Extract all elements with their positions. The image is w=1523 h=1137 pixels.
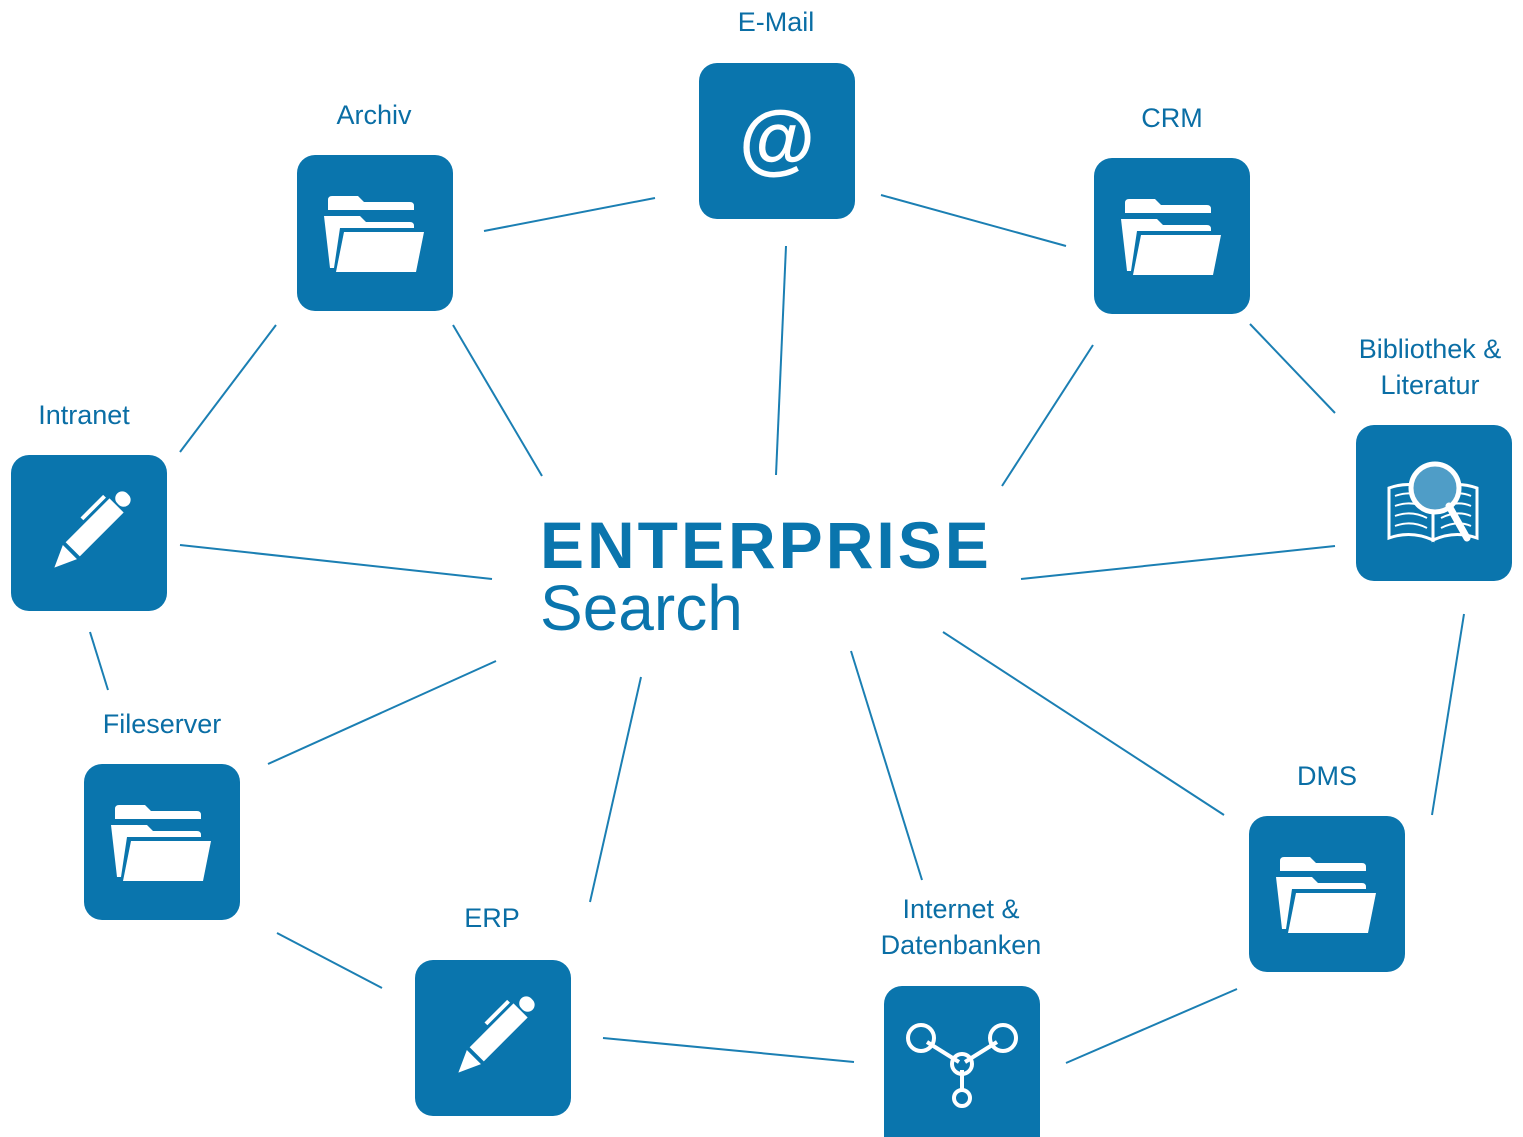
label-intranet: Intranet	[38, 400, 130, 430]
node-dms[interactable]	[1249, 816, 1405, 972]
edge-intranet-archiv	[179, 324, 277, 453]
edge-archiv-email	[483, 197, 656, 232]
edge-dms-internet	[1065, 988, 1238, 1064]
pen-icon	[54, 491, 131, 568]
label-bibliothek-line2: Literatur	[1380, 370, 1480, 400]
label-internet: Internet & Datenbanken	[856, 891, 1066, 963]
edge-center-dms	[942, 631, 1225, 816]
edge-internet-erp	[602, 1037, 855, 1063]
svg-text:@: @	[739, 101, 815, 181]
node-internet[interactable]	[884, 986, 1040, 1137]
edge-center-email	[775, 245, 787, 476]
edge-bibliothek-dms	[1431, 613, 1465, 816]
folder-icon	[324, 196, 424, 272]
folder-icon	[1276, 857, 1376, 933]
pen-icon	[458, 996, 535, 1073]
node-email[interactable]: @	[699, 63, 855, 219]
folder-icon	[111, 805, 211, 881]
edge-erp-fileserver	[276, 932, 383, 989]
label-bibliothek: Bibliothek & Literatur	[1330, 331, 1523, 403]
edge-center-bibliothek	[1020, 545, 1336, 580]
label-crm: CRM	[1141, 103, 1203, 133]
folder-icon	[1121, 199, 1221, 275]
at-sign-icon: @	[739, 101, 815, 181]
node-bibliothek[interactable]	[1356, 425, 1512, 581]
node-crm[interactable]	[1094, 158, 1250, 314]
enterprise-search-title: ENTERPRISE Search	[540, 512, 992, 640]
node-archiv[interactable]	[297, 155, 453, 311]
label-archiv: Archiv	[336, 100, 412, 130]
edge-center-archiv	[452, 324, 543, 477]
book-magnifier-icon	[1387, 461, 1479, 543]
label-bibliothek-line1: Bibliothek &	[1358, 334, 1502, 364]
label-internet-line1: Internet &	[902, 894, 1020, 924]
label-internet-line2: Datenbanken	[880, 930, 1042, 960]
edge-center-crm	[1001, 344, 1094, 487]
label-email: E-Mail	[737, 7, 815, 37]
node-fileserver[interactable]	[84, 764, 240, 920]
edge-fileserver-intranet	[89, 631, 109, 691]
edge-crm-bibliothek	[1249, 323, 1336, 414]
edge-center-fileserver	[267, 660, 497, 765]
edge-email-crm	[880, 194, 1067, 247]
center-title: ENTERPRISE	[540, 508, 992, 582]
edge-center-erp	[589, 676, 642, 903]
label-dms: DMS	[1297, 761, 1357, 791]
network-icon	[906, 1022, 1018, 1108]
edge-center-internet	[850, 650, 923, 881]
edge-center-intranet	[179, 544, 493, 580]
node-erp[interactable]	[415, 960, 571, 1116]
label-erp: ERP	[464, 903, 520, 933]
label-fileserver: Fileserver	[102, 709, 222, 739]
center-subtitle: Search	[540, 572, 743, 644]
node-intranet[interactable]	[11, 455, 167, 611]
